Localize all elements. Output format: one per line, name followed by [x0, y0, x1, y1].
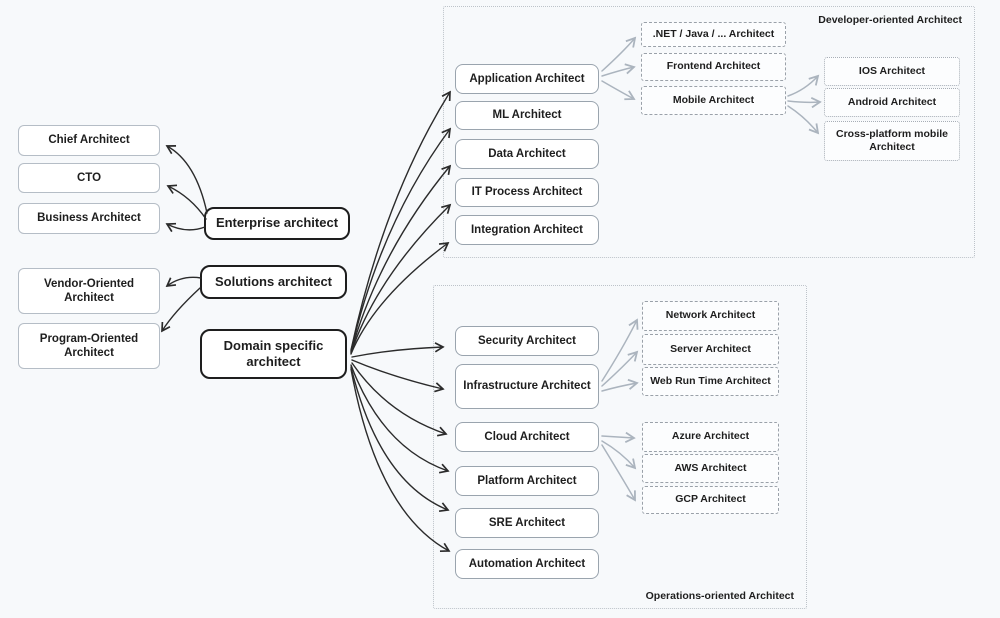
node-label: Chief Architect [48, 134, 130, 147]
node-label: Vendor-Oriented Architect [43, 277, 135, 304]
node-label: Infrastructure Architect [463, 380, 591, 393]
node-label: Security Architect [478, 334, 576, 347]
node-label: IT Process Architect [471, 186, 583, 199]
node-label: Enterprise architect [215, 215, 339, 231]
node-it-process-architect: IT Process Architect [455, 178, 599, 207]
node-application-architect: Application Architect [455, 64, 599, 94]
group-operations-label: Operations-oriented Architect [645, 590, 794, 602]
node-label: Domain specific architect [223, 337, 324, 369]
node-web-run-time-architect: Web Run Time Architect [642, 367, 779, 396]
node-dotnet-java-architect: .NET / Java / ... Architect [641, 22, 786, 47]
node-label: Server Architect [670, 342, 751, 355]
node-label: GCP Architect [675, 493, 746, 506]
node-label: CTO [76, 171, 102, 184]
node-server-architect: Server Architect [642, 334, 779, 365]
node-label: SRE Architect [488, 516, 566, 529]
node-program-oriented-architect: Program-Oriented Architect [18, 323, 160, 369]
node-label: Azure Architect [671, 430, 750, 443]
node-mobile-architect: Mobile Architect [641, 86, 786, 115]
node-label: Data Architect [488, 147, 566, 160]
node-frontend-architect: Frontend Architect [641, 53, 786, 81]
arrow-enterprise-to-chief [165, 145, 208, 214]
group-developer-label: Developer-oriented Architect [818, 14, 962, 26]
node-label: Mobile Architect [672, 93, 755, 106]
arrow-domain-to-security [351, 342, 445, 358]
node-platform-architect: Platform Architect [455, 466, 599, 496]
node-network-architect: Network Architect [642, 301, 779, 331]
node-data-architect: Data Architect [455, 139, 599, 169]
node-chief-architect: Chief Architect [18, 125, 160, 156]
node-label: Solutions architect [214, 273, 333, 289]
arrow-enterprise-to-cto [166, 184, 207, 220]
node-ml-architect: ML Architect [455, 101, 599, 130]
arrow-domain-to-infrastructure [351, 359, 445, 393]
node-sre-architect: SRE Architect [455, 508, 599, 538]
node-aws-architect: AWS Architect [642, 454, 779, 483]
node-vendor-oriented-architect: Vendor-Oriented Architect [18, 268, 160, 314]
node-label: Program-Oriented Architect [39, 332, 139, 359]
node-infrastructure-architect: Infrastructure Architect [455, 364, 599, 409]
arrow-solutions-to-vendor [165, 276, 202, 288]
arrow-solutions-to-program [161, 287, 201, 333]
node-label: ML Architect [492, 109, 562, 122]
node-label: Web Run Time Architect [650, 374, 771, 387]
node-domain-specific-architect: Domain specific architect [200, 329, 347, 379]
node-label: Frontend Architect [666, 60, 761, 73]
node-gcp-architect: GCP Architect [642, 486, 779, 514]
node-ios-architect: IOS Architect [824, 57, 960, 86]
node-label: Cloud Architect [484, 430, 570, 443]
node-business-architect: Business Architect [18, 203, 160, 234]
node-solutions-architect: Solutions architect [200, 265, 347, 299]
node-label: Platform Architect [477, 474, 577, 487]
node-label: AWS Architect [674, 461, 747, 474]
node-cross-platform-mobile-architect: Cross-platform mobile Architect [824, 121, 960, 161]
node-label: Network Architect [665, 309, 756, 322]
node-label: Business Architect [37, 212, 141, 225]
node-label: IOS Architect [858, 64, 926, 77]
node-security-architect: Security Architect [455, 326, 599, 356]
node-cloud-architect: Cloud Architect [455, 422, 599, 452]
node-integration-architect: Integration Architect [455, 215, 599, 245]
arrow-enterprise-to-business [165, 222, 206, 233]
node-label: Application Architect [469, 72, 585, 85]
arrow-domain-to-cloud [351, 362, 448, 437]
node-label: Automation Architect [468, 557, 586, 570]
node-azure-architect: Azure Architect [642, 422, 779, 452]
node-android-architect: Android Architect [824, 88, 960, 117]
node-label: Integration Architect [470, 223, 584, 236]
node-cto: CTO [18, 163, 160, 193]
node-automation-architect: Automation Architect [455, 549, 599, 579]
node-enterprise-architect: Enterprise architect [204, 207, 350, 240]
node-label: .NET / Java / ... Architect [652, 27, 775, 40]
node-label: Cross-platform mobile Architect [835, 127, 948, 153]
node-label: Android Architect [847, 95, 937, 108]
